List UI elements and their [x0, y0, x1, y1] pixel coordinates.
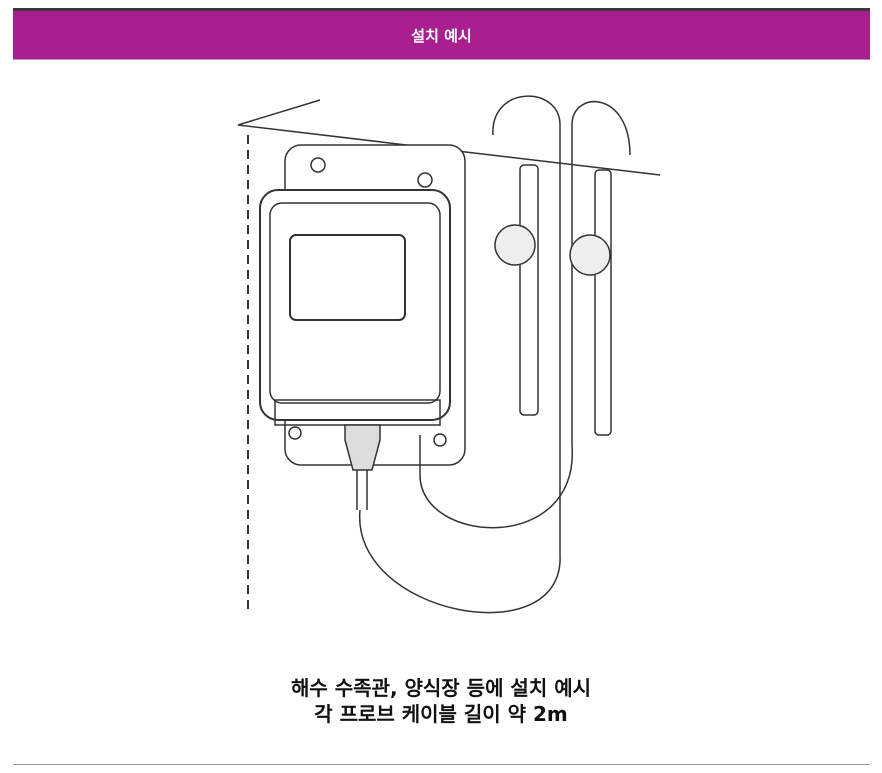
caption: 해수 수족관, 양식장 등에 설치 예시 각 프로브 케이블 길이 약 2m	[0, 675, 882, 727]
caption-line-1: 해수 수족관, 양식장 등에 설치 예시	[290, 676, 591, 700]
installation-illustration	[237, 95, 661, 615]
divider	[13, 764, 870, 765]
caption-line-2: 각 프로브 케이블 길이 약 2m	[314, 702, 568, 726]
section-title: 설치 예시	[411, 26, 472, 45]
section-header: 설치 예시	[13, 8, 870, 60]
